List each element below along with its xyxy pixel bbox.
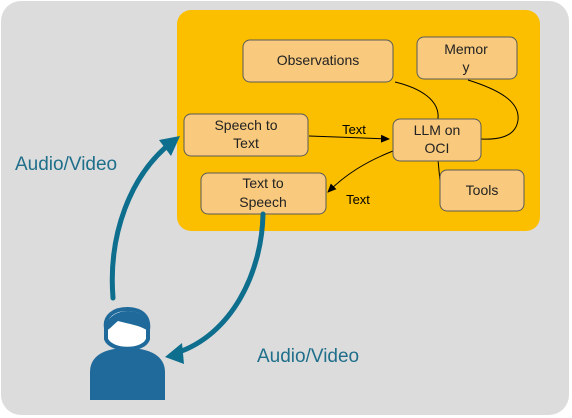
observations-node: Observations <box>242 39 394 83</box>
speech-to-text-node: Speech to Text <box>183 113 309 157</box>
speech-to-text-label-line1: Speech to <box>214 117 277 133</box>
tools-node: Tools <box>439 169 525 212</box>
connector-memory-to-llm <box>467 79 519 140</box>
user-icon <box>90 306 165 400</box>
observations-label: Observations <box>277 52 359 68</box>
arrow-stt-to-llm <box>308 134 390 143</box>
memory-label-line2: y <box>463 59 470 75</box>
text-to-speech-label-line1: Text to <box>242 175 283 191</box>
edge-label-llm-to-tts: Text <box>346 192 370 207</box>
text-to-speech-label-line2: Speech <box>239 194 286 210</box>
connector-observations-to-llm <box>394 81 439 120</box>
edge-label-stt-to-llm: Text <box>342 122 366 137</box>
arrow-system-to-user-head <box>165 343 184 364</box>
llm-node: LLM on OCI <box>392 118 482 162</box>
tools-label: Tools <box>466 182 499 198</box>
arrow-user-to-system <box>109 139 175 301</box>
memory-label-line1: Memor <box>444 41 488 57</box>
audio-video-label-left: Audio/Video <box>15 154 117 175</box>
memory-node: Memor y <box>416 36 518 80</box>
arrow-llm-to-tts <box>327 150 394 193</box>
llm-label-line2: OCI <box>425 140 450 156</box>
audio-video-label-bottom: Audio/Video <box>257 346 359 367</box>
llm-label-line1: LLM on <box>414 122 461 138</box>
speech-to-text-label-line2: Text <box>233 135 259 151</box>
arrow-system-to-user <box>173 211 266 356</box>
arrow-user-to-system-head <box>159 136 180 156</box>
text-to-speech-node: Text to Speech <box>200 172 327 215</box>
